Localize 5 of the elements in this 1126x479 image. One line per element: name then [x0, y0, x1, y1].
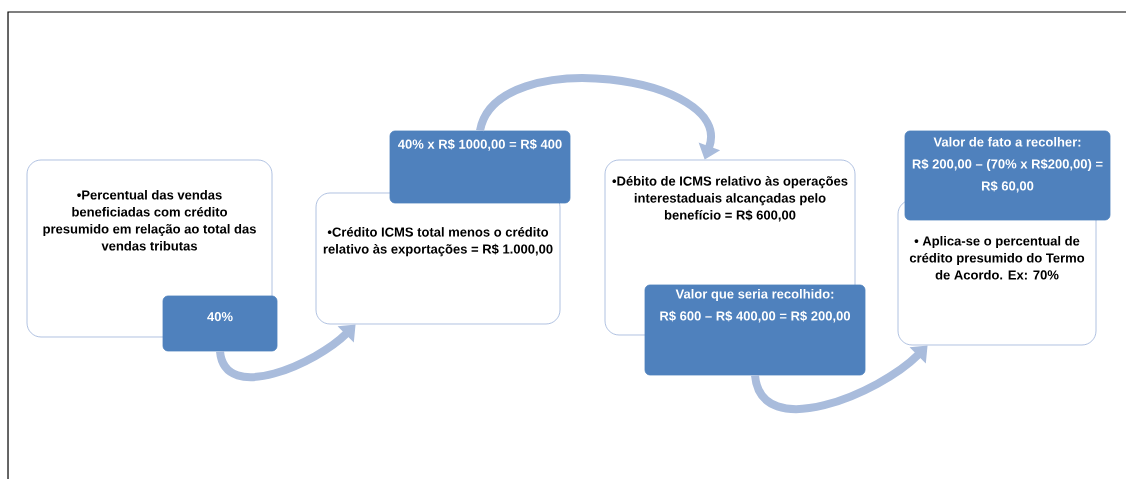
highlight-box: Valor que seria recolhido: R$ 600 – R$ 400,00 = R$ 200,00 — [644, 284, 866, 376]
highlight-box: Valor de fato a recolher: R$ 200,00 – (70% x R$200,00) = R$ 60,00 — [904, 130, 1111, 221]
highlight-box: 40% — [162, 295, 278, 352]
process-box: •Crédito ICMS total menos o crédito relativo às exportações = R$ 1.000,00 — [315, 192, 561, 325]
highlight-box: 40% x R$ 1000,00 = R$ 400 — [389, 130, 571, 204]
